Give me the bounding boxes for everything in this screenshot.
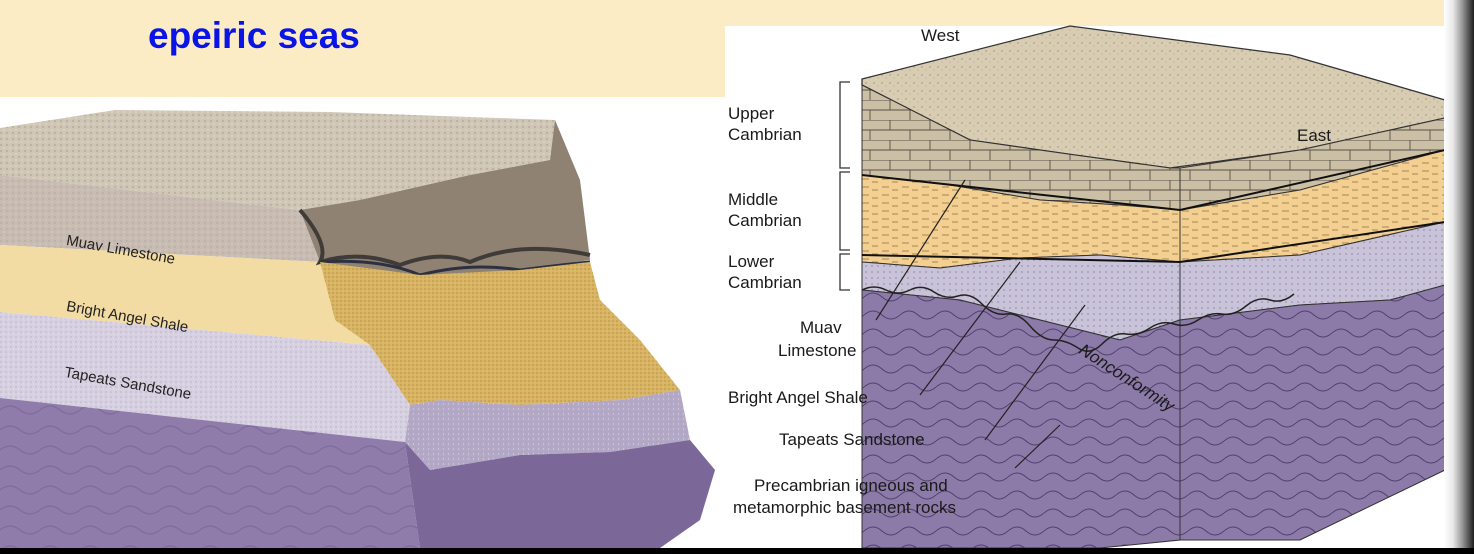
title-box — [0, 0, 725, 97]
unit-bright-angel: Bright Angel Shale — [728, 388, 868, 407]
title-box-top-strip — [725, 0, 1474, 26]
page-edge-shadow — [1444, 0, 1474, 548]
age-lower-line2: Cambrian — [728, 273, 802, 292]
age-upper-line1: Upper — [728, 104, 775, 123]
age-lower-line1: Lower — [728, 252, 775, 271]
bracket-lower — [839, 253, 850, 291]
slide-title: epeiric seas — [148, 15, 360, 56]
left-block-diagram — [0, 110, 715, 548]
compass-west: West — [921, 26, 960, 45]
unit-muav-line2: Limestone — [778, 341, 857, 360]
unit-muav-line1: Muav — [800, 318, 842, 337]
nonconformity-line — [861, 286, 1295, 352]
compass-east: East — [1297, 126, 1332, 145]
unit-basement-line2: metamorphic basement rocks — [733, 498, 956, 517]
bright-angel-layer — [0, 245, 370, 345]
unit-basement-line1: Precambrian igneous and — [754, 476, 948, 495]
age-upper-line2: Cambrian — [728, 125, 802, 144]
age-middle-line1: Middle — [728, 190, 779, 209]
bracket-upper — [839, 81, 850, 169]
unit-tapeats: Tapeats Sandstone — [779, 430, 925, 449]
age-middle-line2: Cambrian — [728, 211, 802, 230]
bracket-middle — [839, 171, 850, 251]
